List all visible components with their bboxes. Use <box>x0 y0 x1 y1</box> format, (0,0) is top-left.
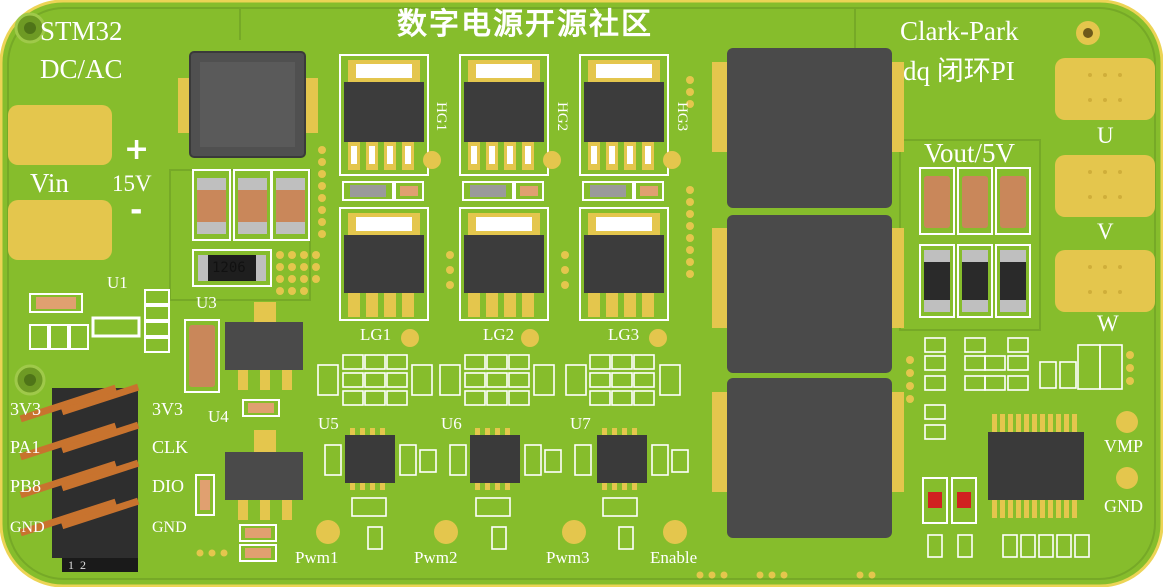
hg3-testpoint <box>663 151 681 169</box>
current-sense-ic <box>988 414 1084 518</box>
output-inductor-v <box>712 215 904 373</box>
u4-label: U4 <box>208 407 229 426</box>
mosfet-lg2 <box>459 207 549 321</box>
hg1-label: HG1 <box>433 102 449 132</box>
input-capacitors <box>192 169 310 241</box>
small-passives-left <box>29 289 280 562</box>
pwm3-label: Pwm3 <box>546 548 590 567</box>
lg2-label: LG2 <box>483 325 515 344</box>
pwm3-testpoint <box>562 520 586 544</box>
phase-v-label: V <box>1097 219 1114 244</box>
output-inductor-w <box>712 378 904 538</box>
gnd-testpoint <box>1116 467 1138 489</box>
u6-label: U6 <box>441 414 462 433</box>
vmp-label: VMP <box>1104 436 1144 456</box>
gate-driver-u7 <box>597 428 647 490</box>
driver-passive-grid <box>317 354 689 550</box>
header-pin-1-marker: 1 <box>68 558 74 572</box>
debug-header <box>19 383 140 572</box>
mosfet-hg3 <box>579 54 669 176</box>
output-inductor-u <box>712 48 904 208</box>
phase-w-pad <box>1055 250 1155 312</box>
gnd-label: GND <box>1104 496 1143 516</box>
vin-label: Vin <box>30 168 69 198</box>
regulator-u4 <box>225 430 303 520</box>
enable-label: Enable <box>650 548 698 567</box>
status-leds <box>922 477 977 524</box>
u1-label: U1 <box>107 273 128 292</box>
pwm1-label: Pwm1 <box>295 548 339 567</box>
mosfet-lg3 <box>579 207 669 321</box>
output-capacitors <box>919 167 1031 318</box>
left-heading-line2: DC/AC <box>40 54 123 84</box>
vin-voltage: 15V <box>112 171 152 196</box>
header-left-pin3: PB8 <box>10 476 42 496</box>
lg3-label: LG3 <box>608 325 640 344</box>
resistor-code: 1206 <box>212 260 246 276</box>
left-heading-line1: STM32 <box>40 16 123 46</box>
vin-plus-pad <box>8 105 112 165</box>
gate-driver-u5 <box>345 428 395 490</box>
header-left-pin4: GND <box>10 519 45 536</box>
lg1-testpoint <box>401 329 419 347</box>
vin-minus-sign: - <box>130 193 143 228</box>
mounting-hole-bottom-left <box>14 364 46 396</box>
tantalum-cap <box>184 319 220 393</box>
u1-chip <box>91 316 141 338</box>
header-right-pin1: 3V3 <box>152 399 183 419</box>
mosfet-hg2 <box>459 54 549 176</box>
right-heading-line2: dq 闭环PI <box>903 56 1015 86</box>
header-right-pin3: DIO <box>152 476 184 496</box>
hg2-testpoint <box>543 151 561 169</box>
mosfet-lg1 <box>339 207 429 321</box>
phase-u-pad <box>1055 58 1155 120</box>
hg1-testpoint <box>423 151 441 169</box>
phase-v-pad <box>1055 155 1155 217</box>
vin-plus-sign: + <box>124 132 150 167</box>
hg2-label: HG2 <box>554 102 570 132</box>
right-passive-grid <box>924 337 1123 558</box>
enable-testpoint <box>663 520 687 544</box>
u5-label: U5 <box>318 414 339 433</box>
u7-label: U7 <box>570 414 591 433</box>
u3-label: U3 <box>196 293 217 312</box>
header-pin-2-marker: 2 <box>80 558 86 572</box>
board-title: 数字电源开源社区 <box>397 7 653 42</box>
mosfet-hg1 <box>339 54 429 176</box>
hg3-label: HG3 <box>674 102 690 132</box>
lg1-label: LG1 <box>360 325 392 344</box>
pwm2-label: Pwm2 <box>414 548 458 567</box>
lg3-testpoint <box>649 329 667 347</box>
pwm1-testpoint <box>316 520 340 544</box>
header-right-pin4: GND <box>152 519 187 536</box>
gate-driver-u6 <box>470 428 520 490</box>
phase-u-label: U <box>1097 123 1114 148</box>
mounting-hole-top-left <box>14 12 46 44</box>
lg2-testpoint <box>521 329 539 347</box>
vout-label: Vout/5V <box>924 138 1016 168</box>
header-left-pin1: 3V3 <box>10 399 41 419</box>
gate-resistors-high <box>342 181 664 201</box>
regulator-u3 <box>225 302 303 390</box>
right-heading-line1: Clark-Park <box>900 16 1019 46</box>
pwm2-testpoint <box>434 520 458 544</box>
vin-minus-pad <box>8 200 112 260</box>
vmp-testpoint <box>1116 411 1138 433</box>
phase-w-label: W <box>1097 311 1119 336</box>
input-inductor <box>178 51 318 158</box>
header-right-pin2: CLK <box>152 437 188 457</box>
mounting-hole-top-right <box>1076 21 1100 45</box>
header-left-pin2: PA1 <box>10 437 41 457</box>
via-field-left <box>276 76 694 295</box>
resistor-1206 <box>192 249 272 287</box>
